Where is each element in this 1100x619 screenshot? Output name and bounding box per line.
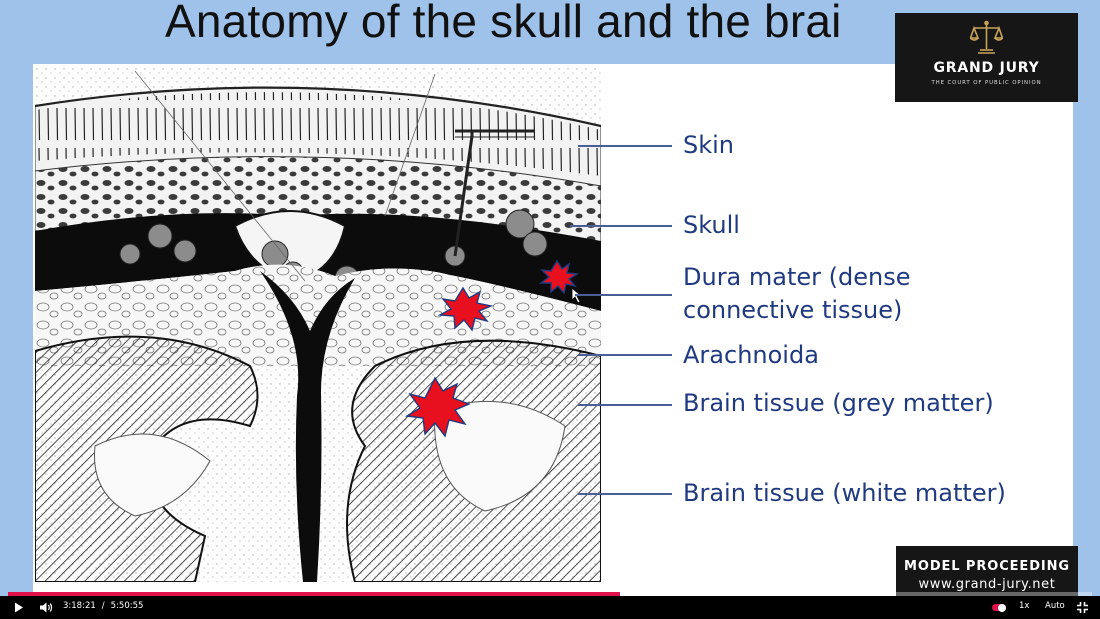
model-proceeding-watermark: MODEL PROCEEDING www.grand-jury.net bbox=[896, 546, 1078, 596]
marker-burst-grey-matter bbox=[404, 376, 471, 438]
label-dura-mater-line2: connective tissue) bbox=[683, 296, 903, 324]
seek-bar[interactable] bbox=[8, 592, 1092, 596]
play-icon bbox=[15, 602, 23, 613]
label-arachnoida: Arachnoida bbox=[683, 341, 819, 369]
marker-burst-arachnoid bbox=[437, 286, 494, 332]
label-grey-matter: Brain tissue (grey matter) bbox=[683, 389, 994, 417]
quality-button[interactable]: Auto bbox=[1045, 601, 1065, 611]
label-skin: Skin bbox=[683, 131, 735, 159]
volume-button[interactable] bbox=[37, 596, 55, 619]
leader-white-matter bbox=[578, 493, 672, 495]
watermark-url: www.grand-jury.net bbox=[918, 577, 1056, 592]
label-white-matter: Brain tissue (white matter) bbox=[683, 479, 1006, 507]
marker-burst-dura bbox=[538, 259, 580, 295]
time-display: 3:18:21 / 5:50:55 bbox=[63, 601, 146, 611]
play-button[interactable] bbox=[10, 596, 28, 619]
leader-arachnoida bbox=[578, 354, 672, 356]
duration: 5:50:55 bbox=[110, 601, 144, 611]
volume-icon bbox=[39, 602, 52, 613]
watermark-title: MODEL PROCEEDING bbox=[904, 559, 1070, 574]
leader-grey-matter bbox=[578, 404, 672, 406]
video-frame[interactable]: Anatomy of the skull and the brai bbox=[0, 0, 1100, 596]
current-time: 3:18:21 bbox=[63, 601, 96, 611]
leader-dura bbox=[575, 294, 672, 296]
logo-subtitle: THE COURT OF PUBLIC OPINION bbox=[931, 80, 1042, 86]
scales-of-justice-icon bbox=[970, 20, 1003, 54]
fullscreen-exit-icon bbox=[1076, 602, 1088, 613]
speed-button[interactable]: 1x bbox=[1019, 601, 1030, 611]
label-skull: Skull bbox=[683, 211, 740, 239]
grand-jury-logo: GRAND JURY THE COURT OF PUBLIC OPINION bbox=[895, 13, 1078, 102]
time-separator: / bbox=[101, 601, 105, 611]
logo-title: GRAND JURY bbox=[933, 60, 1040, 76]
slide-title: Anatomy of the skull and the brai bbox=[165, 0, 842, 47]
leader-skull bbox=[570, 225, 672, 227]
player-controls: 3:18:21 / 5:50:55 1x Auto bbox=[0, 596, 1100, 619]
seek-bar-progress bbox=[8, 592, 621, 596]
autoplay-toggle-knob bbox=[998, 603, 1006, 612]
autoplay-toggle[interactable] bbox=[992, 603, 1006, 612]
label-dura-mater: Dura mater (dense bbox=[683, 263, 911, 291]
skull-brain-diagram bbox=[35, 66, 601, 582]
fullscreen-button[interactable] bbox=[1073, 596, 1091, 619]
leader-skin bbox=[578, 145, 672, 147]
